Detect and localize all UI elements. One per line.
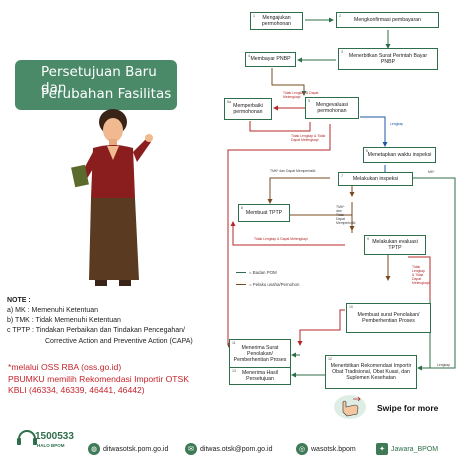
footer-web[interactable]: ◍ ditwasotsk.pom.go.id: [88, 443, 168, 455]
twitter-icon: ✦: [376, 443, 388, 455]
step-text: Mengajukan permohonan: [261, 14, 292, 27]
step-number: 5: [308, 99, 310, 103]
note-c1: c TPTP : Tindakan Perbaikan dan Tindakan…: [7, 327, 185, 335]
step-text: Melakukan inspeksi: [352, 175, 399, 182]
step-number: 13: [232, 369, 236, 373]
notes-heading: NOTE :: [7, 297, 31, 304]
footer-twitter[interactable]: ✦ Jawara_BPOM: [376, 443, 438, 455]
step-8-box: 8 Membuat TPTP: [238, 204, 290, 222]
step-number: 6: [366, 149, 368, 153]
label-mk: MK*: [428, 170, 435, 174]
woman-illustration: [71, 109, 153, 286]
step-number: 12: [328, 357, 332, 361]
step-1-box: 1 Mengajukan permohonan: [250, 12, 303, 30]
step-number: 5a: [227, 100, 231, 104]
step-text: Menetapkan waktu inspeksi: [367, 151, 432, 158]
note-a: a) MK : Memenuhi Ketentuan: [7, 307, 99, 315]
step-12-box: 12 Menerbitkan Rekomendasi Importir Obat…: [325, 355, 417, 389]
step-number: 7: [341, 174, 343, 178]
label-complete: Lengkap: [390, 122, 404, 126]
oss-line-2: PBUMKU memilih Rekomendasi Importir OTSK: [8, 373, 189, 384]
note-b: b) TMK : Tidak Memenuhi Ketentuan: [7, 317, 121, 325]
hotline-icon: [17, 430, 37, 445]
step-number: 10: [349, 305, 353, 309]
footer-web-text: ditwasotsk.pom.go.id: [103, 445, 169, 453]
label-tmk-cannot-fix: TMK* dan Tidak Dapat Memperbaiki: [336, 205, 356, 225]
step-4-box: 4 Membayar PNBP: [245, 52, 296, 67]
label-incomplete-cannot-fix-2: Tidak Lengkap & Tidak Dapat Melengkapi: [412, 265, 430, 285]
swipe-label: Swipe for more: [377, 403, 439, 413]
oss-note: *melalui OSS RBA (oss.go.id) PBUMKU memi…: [8, 362, 208, 397]
step-11-box: 11 Menerima Surat Penolakan/ Pemberhenti…: [229, 339, 291, 369]
step-text: Mengevaluasi permohonan: [315, 101, 348, 114]
globe-icon: ◍: [88, 443, 100, 455]
step-text: Menerima Surat Penolakan/ Pemberhentian …: [233, 344, 287, 364]
step-number: 4: [248, 54, 250, 58]
label-complete-2: Lengkap: [437, 363, 451, 367]
step-10-box: 10 Membuat surat Penolakan/ Pemberhentia…: [346, 303, 431, 333]
footer-twitter-text: Jawara_BPOM: [391, 445, 439, 453]
legend-pelaku: = Pelaku usaha/Pemohon: [249, 282, 300, 287]
swipe-hand-icon: [334, 395, 366, 419]
footer-instagram[interactable]: ◎ wasotsk.bpom: [296, 443, 356, 455]
oss-line-1: *melalui OSS RBA (oss.go.id): [8, 362, 122, 372]
step-6-box: 6 Menetapkan waktu inspeksi: [363, 147, 436, 163]
step-9-box: 9 Melakukan evaluasi TPTP: [364, 235, 426, 255]
footer-email[interactable]: ✉ ditwas.otsk@pom.go.id: [185, 443, 272, 455]
step-number: 8: [241, 206, 243, 210]
footer: 1500533 HALO BPOM ◍ ditwasotsk.pom.go.id…: [0, 421, 474, 474]
legend-badan: = Badan POM: [249, 270, 277, 275]
step-5-box: 5 Mengevaluasi permohonan: [305, 97, 359, 119]
label-tmk-can-fix: TMK* dan Dapat Memperbaiki: [270, 169, 316, 173]
step-text: Menerima Hasil Persetujuan: [241, 369, 279, 382]
step-text: Melakukan evaluasi TPTP: [372, 238, 418, 251]
step-number: 1: [253, 14, 255, 18]
notes-section: NOTE : a) MK : Memenuhi Ketentuan b) TMK…: [7, 296, 207, 347]
step-number: 9: [367, 237, 369, 241]
step-number: 3: [341, 50, 343, 54]
step-text: Mengkonfirmasi pembayaran: [354, 16, 421, 23]
label-incomplete-can-fix-2: Tidak Lengkap & Dapat Melengkapi: [254, 237, 308, 241]
step-2-box: 2 Mengkonfirmasi pembayaran: [336, 12, 439, 28]
step-3-box: 3 Menerbitkan Surat Perintah Bayar PNBP: [338, 48, 438, 70]
step-text: Menerbitkan Surat Perintah Bayar PNBP: [348, 52, 428, 65]
oss-line-3: KBLI (46334, 46339, 46441, 46442): [8, 385, 145, 396]
step-text: Membayar PNBP: [250, 56, 291, 63]
step-13-box: 13 Menerima Hasil Persetujuan: [229, 367, 291, 385]
hotline-number: 1500533: [35, 431, 74, 442]
title-line-1: Persetujuan Baru dan: [41, 64, 157, 96]
step-text: Membuat surat Penolakan/ Pemberhentian P…: [357, 311, 420, 324]
footer-instagram-text: wasotsk.bpom: [311, 445, 356, 453]
legend-line-pelaku: [236, 284, 246, 285]
step-5a-box: 5a Memperbaiki permohonan: [224, 98, 272, 120]
label-incomplete-cannot-fix: Tidak Lengkap & Tidak Dapat Melengkapi: [291, 134, 326, 142]
label-incomplete-can-fix: Tidak Lengkap & Dapat Melengkapi: [283, 91, 319, 99]
title-banner: Persetujuan Baru dan Perubahan Fasilitas: [15, 60, 177, 110]
footer-email-text: ditwas.otsk@pom.go.id: [200, 445, 273, 453]
step-text: Menerbitkan Rekomendasi Importir Obat Tr…: [330, 362, 412, 382]
step-text: Memperbaiki permohonan: [233, 102, 263, 115]
step-number: 11: [232, 341, 236, 345]
mail-icon: ✉: [185, 443, 197, 455]
step-text: Membuat TPTP: [245, 209, 283, 216]
title-line-2: Perubahan Fasilitas: [41, 86, 172, 102]
step-number: 2: [339, 14, 341, 18]
instagram-icon: ◎: [296, 443, 308, 455]
hotline-sub: HALO BPOM: [37, 443, 65, 448]
note-c2: Corrective Action and Preventive Action …: [45, 337, 193, 345]
legend-line-badan: [236, 272, 246, 273]
step-7-box: 7 Melakukan inspeksi: [338, 172, 413, 186]
